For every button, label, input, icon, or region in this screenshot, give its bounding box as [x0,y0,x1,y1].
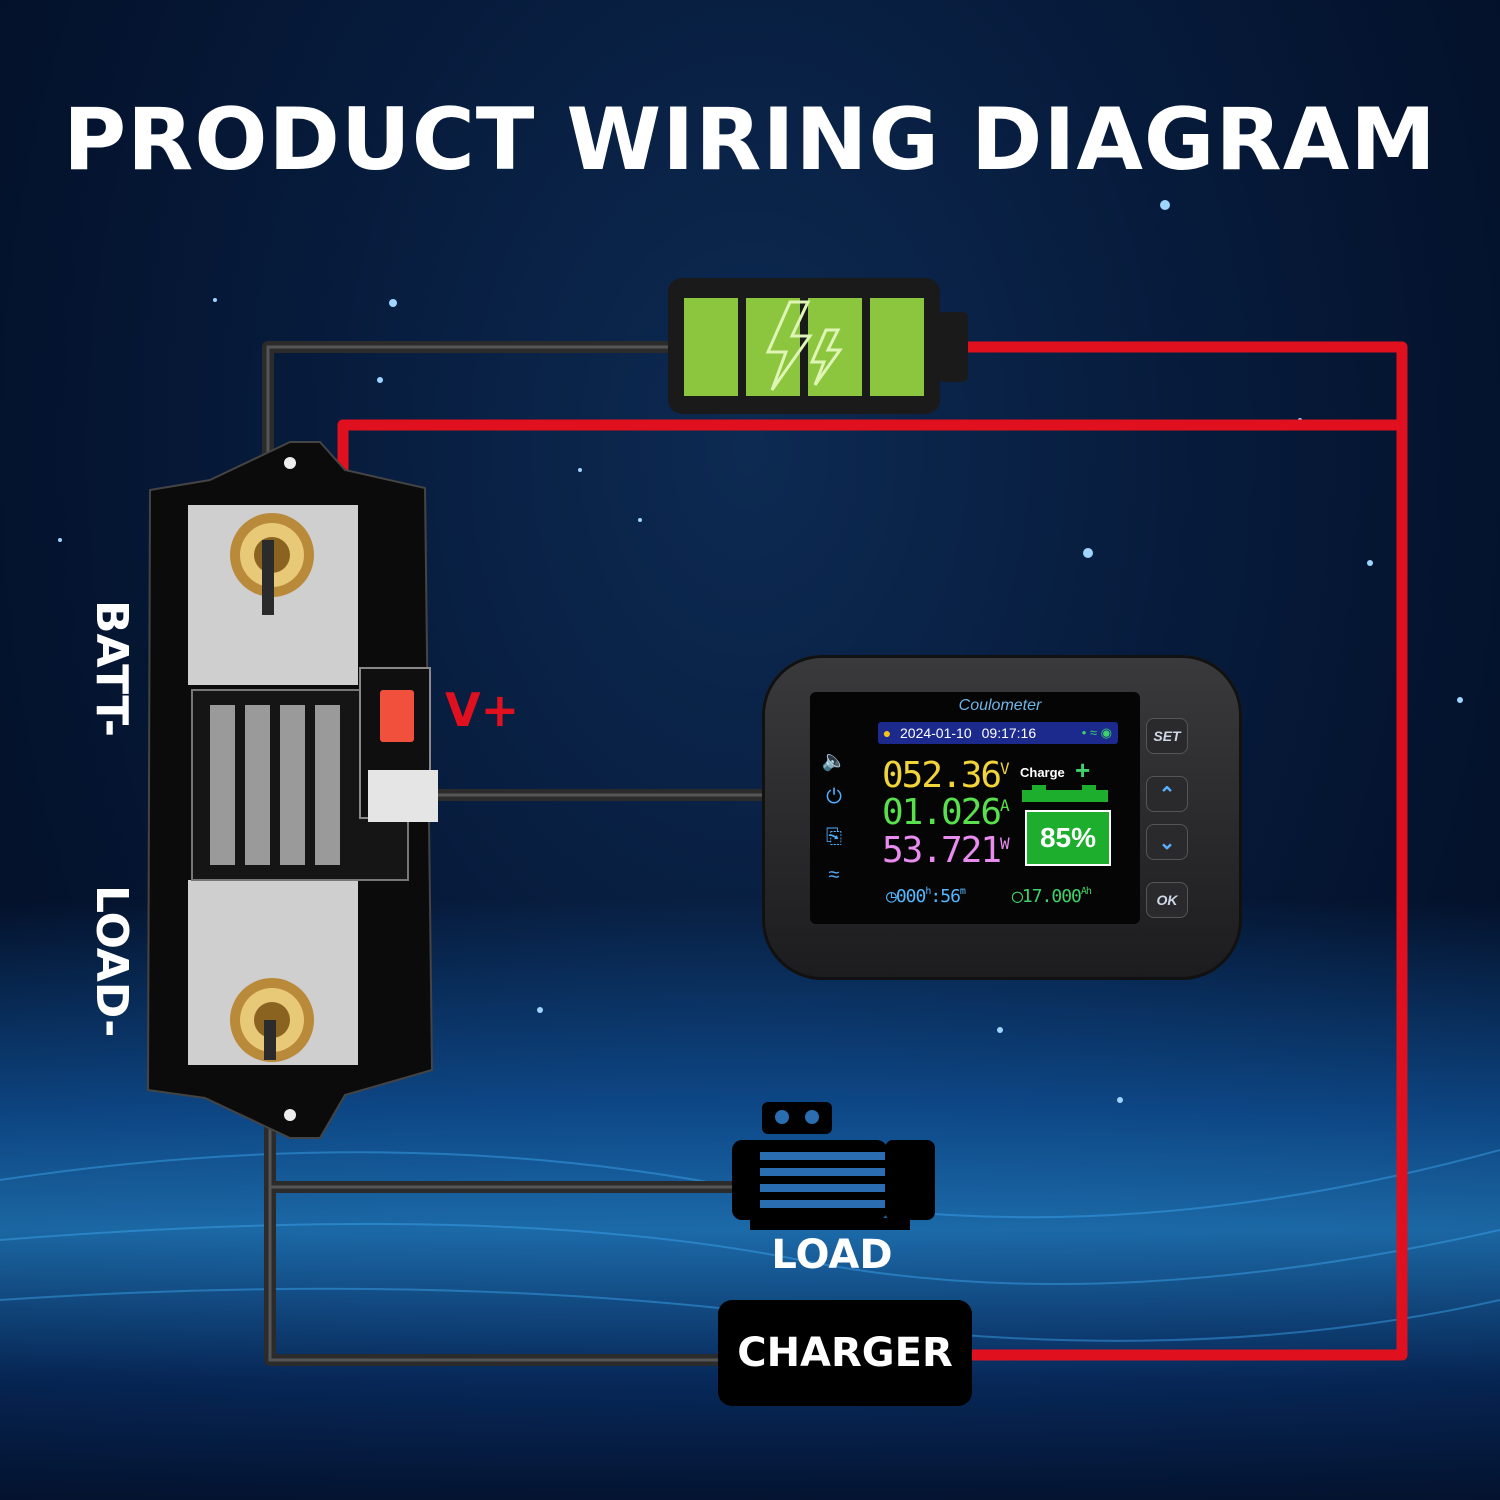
page-title: PRODUCT WIRING DIAGRAM [63,90,1437,190]
charge-status: Charge [1020,765,1065,780]
wire-batt-pos [968,341,1408,1361]
ok-button[interactable]: OK [1146,882,1188,918]
voltage-reading: 052.36V [882,755,1010,796]
batt-label: BATT- [86,600,137,738]
load-label: LOAD [771,1232,893,1278]
motor-icon [732,1102,935,1230]
shunt-icon [146,441,438,1139]
charger-label: CHARGER [737,1330,953,1376]
wireless-status-icons: • ≈ ◉ [1081,725,1112,740]
meter-brand: Coulometer [958,697,1042,714]
current-reading: 01.026A [882,792,1010,833]
alarm-icon: 🔈 [821,750,847,772]
status-date: 2024-01-10 [900,725,972,741]
power-reading: 53.721W [882,830,1010,871]
up-button[interactable]: ⌃ [1146,776,1188,812]
status-bar: ● 2024-01-10 09:17:16 • ≈ ◉ [878,722,1118,744]
down-button[interactable]: ⌄ [1146,824,1188,860]
battery-icon [668,278,968,414]
load-neg-label: LOAD- [86,885,137,1038]
status-time: 09:17:16 [981,725,1037,741]
lightning-icon [765,300,813,391]
lock-icon: ● [882,725,892,741]
relay-icon: ⎘ [826,826,842,848]
charger-box: CHARGER [718,1300,972,1406]
vplus-label: V+ [445,683,520,737]
charge-sign: + [1075,755,1091,785]
power-icon: ⏻ [826,786,842,808]
wifi-icon: ≈ [828,864,840,886]
capacity-readout: ◯17.000Ah [1012,886,1092,907]
battery-percent: 85% [1025,810,1111,866]
runtime-readout: ◷000h:56m [886,886,966,907]
meter-battery-icon [1022,785,1108,802]
set-button[interactable]: SET [1146,718,1188,754]
